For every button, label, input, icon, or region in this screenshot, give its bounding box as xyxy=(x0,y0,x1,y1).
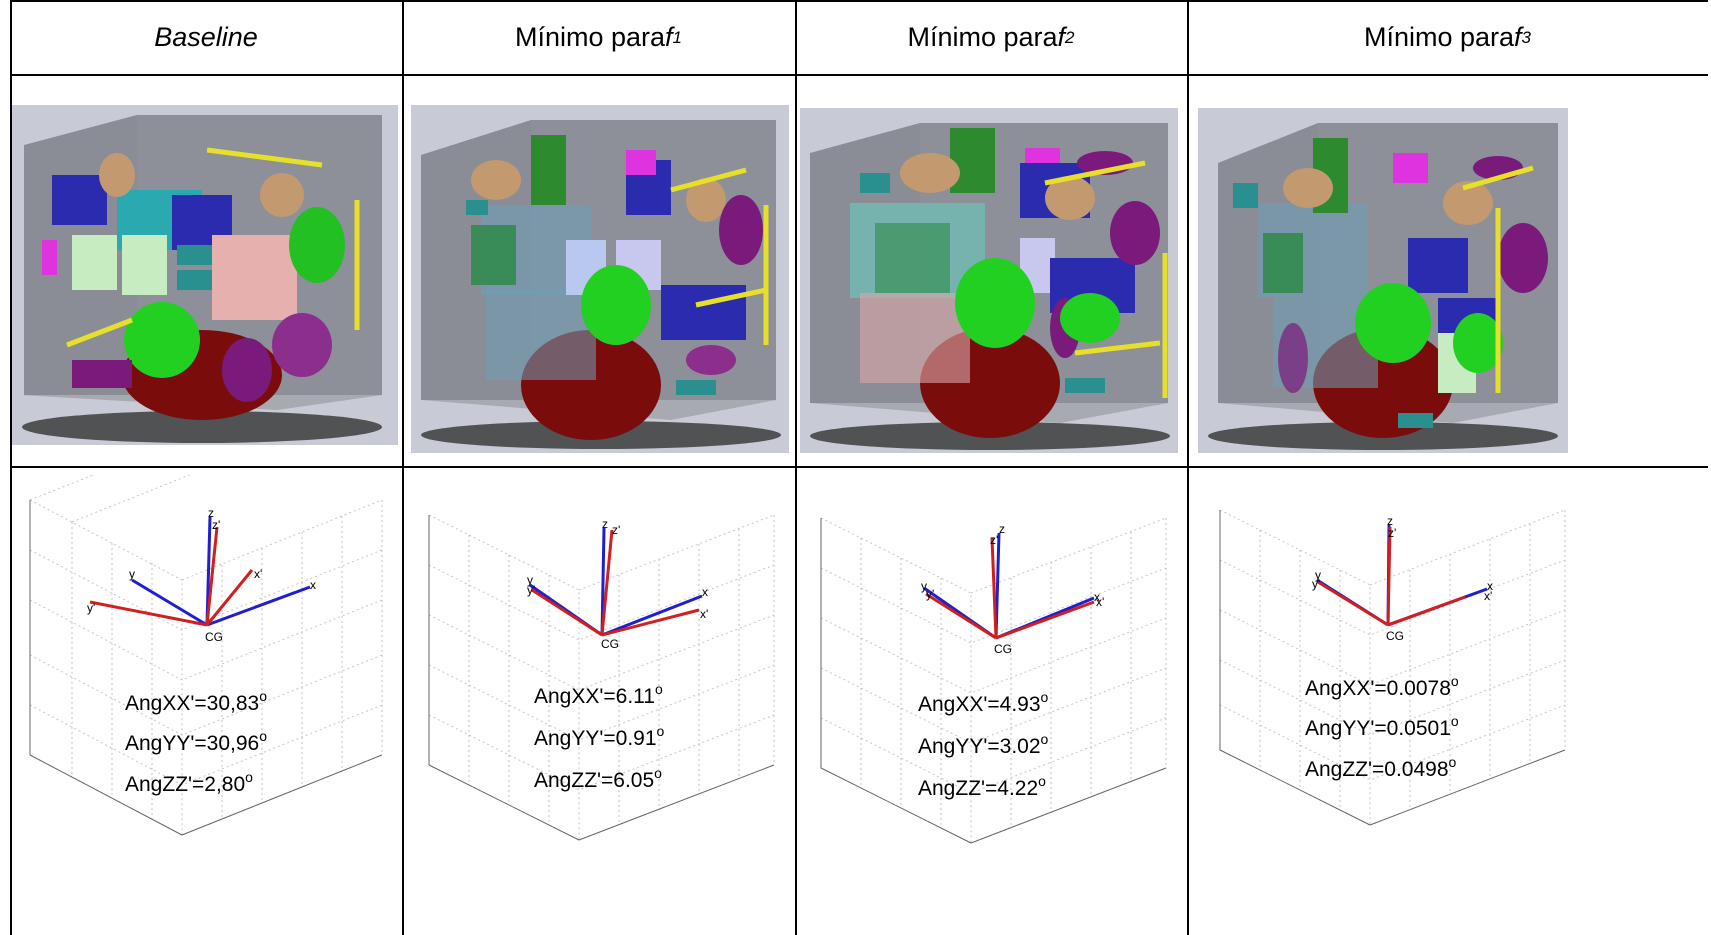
render-baseline xyxy=(12,105,398,445)
axes-plot-min-f2: z z' y y' x x' CG AngXX'=4.93o AngYY'=3.… xyxy=(820,517,1167,844)
column-divider-3 xyxy=(1187,0,1189,935)
cg-label: CG xyxy=(1386,629,1404,643)
axis-label-zp: z' xyxy=(612,523,620,537)
header-baseline: Baseline xyxy=(10,0,402,75)
axis-label-y: y xyxy=(1315,568,1321,582)
header-text: Mínimo para xyxy=(514,22,666,52)
axis-label-z: z xyxy=(208,506,214,520)
table-top-border xyxy=(10,0,1708,2)
header-row-border xyxy=(10,74,1708,76)
angle-xx: AngXX'=30,83o xyxy=(125,688,267,715)
angle-zz: AngZZ'=0.0498o xyxy=(1305,754,1457,781)
angle-xx: AngXX'=6.11o xyxy=(534,681,663,708)
angle-zz: AngZZ'=4.22o xyxy=(918,773,1046,800)
header-text: Mínimo para xyxy=(907,22,1058,52)
axis-label-xp: x' xyxy=(1484,589,1492,603)
axis-label-yp: y' xyxy=(926,587,934,601)
axis-label-x: x xyxy=(310,578,316,592)
axes-plot-min-f1: z z' y y' x x' CG AngXX'=6.11o AngYY'=0.… xyxy=(428,514,775,841)
angle-yy: AngYY'=0.0501o xyxy=(1305,713,1459,740)
axis-label-yp: y' xyxy=(87,601,95,615)
angle-xx: AngXX'=0.0078o xyxy=(1305,673,1459,700)
axis-label-y: y xyxy=(527,573,533,587)
axes-plot-baseline: z z' y y' x x' CG AngXX'=30,83o AngYY'=3… xyxy=(29,475,383,836)
header-baseline-text: Baseline xyxy=(154,22,258,52)
angle-zz: AngZZ'=6.05o xyxy=(534,765,662,792)
cg-label: CG xyxy=(994,642,1012,656)
column-divider-1 xyxy=(402,0,404,935)
header-var: f xyxy=(1057,22,1066,52)
angle-yy: AngYY'=30,96o xyxy=(125,728,267,755)
angle-zz: AngZZ'=2,80o xyxy=(125,769,253,796)
axis-label-x: x xyxy=(1487,579,1493,593)
angle-yy: AngYY'=3.02o xyxy=(918,731,1049,758)
angle-xx: AngXX'=4.93o xyxy=(918,689,1049,716)
axis-label-xp: x' xyxy=(254,567,262,581)
axis-label-y: y xyxy=(129,567,135,581)
axis-label-zp: z' xyxy=(990,533,998,547)
angle-yy: AngYY'=0.91o xyxy=(534,723,665,750)
axis-label-xp: x' xyxy=(700,607,708,621)
axis-label-z: z xyxy=(1387,514,1393,528)
render-min-f2 xyxy=(800,108,1178,453)
axis-label-y: y xyxy=(921,579,927,593)
axis-label-x: x xyxy=(702,585,708,599)
results-table xyxy=(10,0,1708,935)
header-sub: 2 xyxy=(1065,27,1075,47)
header-text: Mínimo para xyxy=(1363,22,1515,52)
column-divider-2 xyxy=(795,0,797,935)
table-left-border xyxy=(10,0,12,935)
axis-label-z: z xyxy=(602,517,608,531)
render-min-f1 xyxy=(411,105,789,453)
axis-label-yp: y' xyxy=(527,583,535,597)
axis-label-x: x xyxy=(1094,590,1100,604)
axis-label-xp: x' xyxy=(1096,595,1104,609)
axes-plot-min-f3: z z' y y' x x' CG AngXX'=0.0078o AngYY'=… xyxy=(1219,509,1566,826)
axis-label-z: z xyxy=(999,522,1005,536)
axis-label-zp: z' xyxy=(212,518,220,532)
header-var: f xyxy=(665,22,673,52)
image-row-border xyxy=(10,466,1708,468)
cg-label: CG xyxy=(601,637,619,651)
cg-label: CG xyxy=(205,630,223,644)
header-var: f xyxy=(1514,22,1522,52)
header-sub: 1 xyxy=(672,27,683,47)
axis-label-yp: y' xyxy=(1312,577,1320,591)
header-sub: 3 xyxy=(1521,27,1532,47)
axis-label-zp: z' xyxy=(1388,526,1396,540)
render-min-f3 xyxy=(1198,108,1568,453)
